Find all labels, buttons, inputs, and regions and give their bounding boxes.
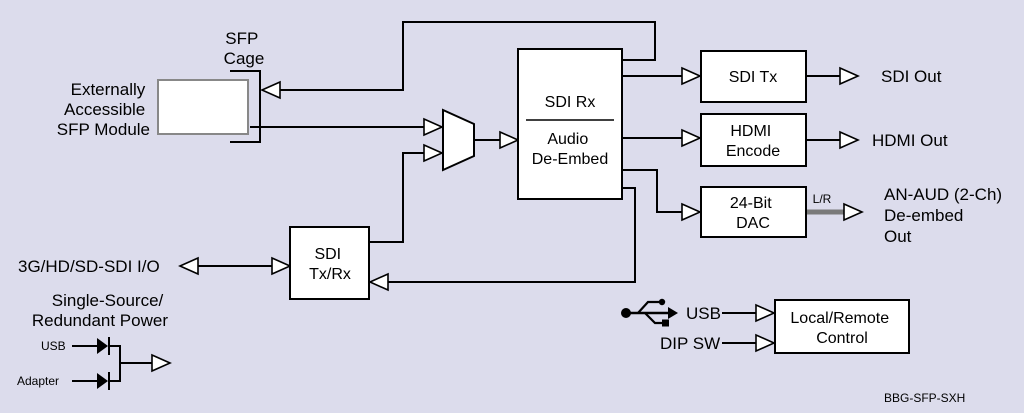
hdmi-out-label: HDMI Out (872, 131, 948, 150)
line-txrx-to-mux (369, 152, 432, 243)
arrowhead-txrx-return (368, 272, 389, 292)
arrowhead-dac-in (681, 202, 702, 222)
arrowhead-sditx-in (681, 66, 702, 86)
sdi-rx-block (517, 48, 623, 200)
audio-deembed-label: Audio De-Embed (532, 131, 608, 168)
arrowhead-sdi-io-left (178, 256, 199, 276)
usb-label: USB (686, 304, 721, 323)
dac-block (700, 186, 807, 238)
dac-label: 24-Bit DAC (730, 195, 776, 232)
arrowhead-sdi-out (839, 66, 860, 86)
hdmi-encode-block (700, 113, 807, 167)
power-usb-label: USB (41, 339, 66, 353)
arrowhead-usb-in (755, 303, 776, 323)
usb-icon (621, 298, 678, 327)
sfp-cage-bracket (230, 70, 261, 143)
diode-adapter (97, 372, 110, 390)
arrowhead-sfp-cage (260, 80, 281, 100)
arrowhead-audio-out (843, 202, 864, 222)
diode-usb (97, 337, 110, 355)
arrowhead-mux-in-top (423, 117, 444, 137)
line-rx-to-dac (622, 169, 686, 213)
sdi-rx-label: SDI Rx (545, 94, 596, 111)
sdi-tx-label: SDI Tx (729, 69, 778, 86)
local-remote-block (774, 299, 910, 354)
arrowhead-sdi-io-right (271, 256, 292, 276)
connection-lines (72, 21, 846, 382)
arrowhead-power-out (151, 353, 172, 373)
lr-label: L/R (813, 192, 832, 206)
sfp-cage-label: SFP Cage (224, 29, 265, 68)
sdi-txrx-block (289, 226, 370, 300)
an-aud-out-label: AN-AUD (2-Ch) De-embed Out (884, 185, 1007, 246)
power-title-label: Single-Source/ Redundant Power (32, 291, 168, 330)
sdi-io-label: 3G/HD/SD-SDI I/O (18, 257, 160, 276)
arrowheads (151, 66, 864, 373)
dip-sw-label: DIP SW (660, 334, 720, 353)
sdi-out-label: SDI Out (881, 67, 942, 86)
arrowhead-dip-in (755, 333, 776, 353)
line-rx-to-txrx (382, 187, 636, 283)
sdi-txrx-label: SDI Tx/Rx (309, 246, 351, 283)
local-remote-label: Local/Remote Control (790, 310, 893, 347)
sfp-module-label: Externally Accessible SFP Module (57, 80, 150, 139)
arrowhead-rx-in (499, 130, 520, 150)
mux-symbol (442, 108, 475, 172)
sdi-tx-block (700, 50, 807, 103)
hdmi-encode-label: HDMI Encode (726, 123, 780, 160)
line-rx-to-sfp (262, 21, 656, 91)
arrowhead-mux-in-bottom (423, 143, 444, 163)
model-label: BBG-SFP-SXH (884, 391, 965, 405)
arrowhead-hdmi-in (681, 128, 702, 148)
arrowhead-hdmi-out (839, 130, 860, 150)
sfp-module-box (157, 79, 249, 135)
power-adapter-label: Adapter (17, 374, 59, 388)
